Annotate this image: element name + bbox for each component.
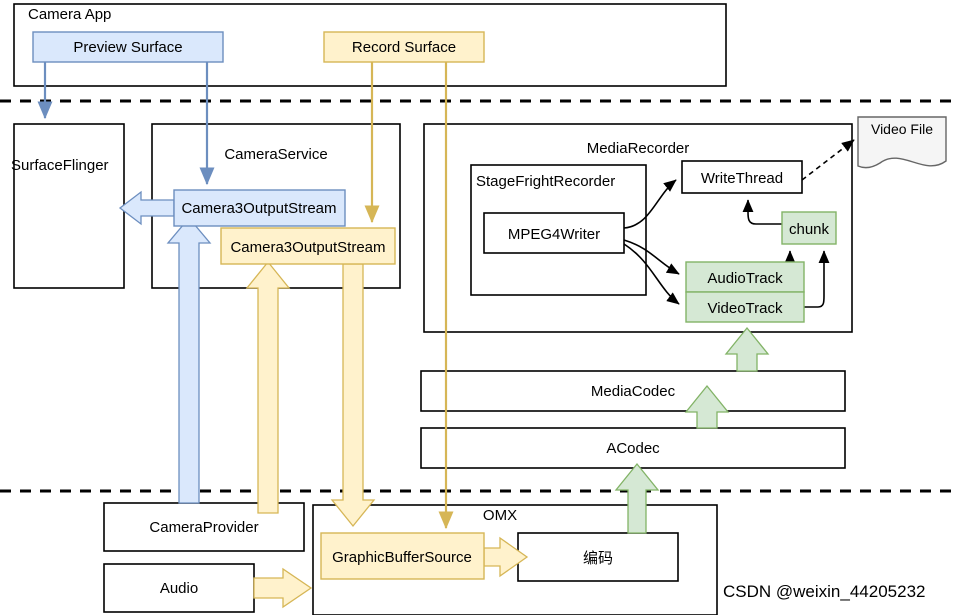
label-acodec: ACodec: [606, 440, 660, 457]
label-omx: OMX: [483, 507, 517, 524]
label-stagefright-recorder: StageFrightRecorder: [476, 173, 615, 190]
label-record-surface: Record Surface: [352, 39, 456, 56]
edge-gbs-to-encoder: [483, 536, 529, 578]
node-preview-surface[interactable]: [32, 31, 224, 63]
label-video-track: VideoTrack: [707, 300, 783, 317]
edge-c3os-record-to-gbs: [330, 263, 376, 528]
label-mediacodec: MediaCodec: [591, 383, 676, 400]
edge-writethread-to-videofile: [801, 139, 855, 181]
edge-c3os-to-surfaceflinger: [118, 190, 175, 226]
label-surfaceflinger: SurfaceFlinger: [11, 157, 109, 174]
container-mediacodec[interactable]: [420, 370, 846, 412]
label-video-file: Video File: [871, 121, 933, 137]
watermark-text: CSDN @weixin_44205232: [723, 582, 925, 601]
node-audio-track[interactable]: [685, 261, 805, 293]
node-video-track[interactable]: [685, 291, 805, 323]
edge-mediacodec-to-videotrack: [724, 326, 770, 372]
label-encoder: 编码: [583, 550, 613, 567]
container-surfaceflinger[interactable]: [13, 123, 125, 289]
label-chunk: chunk: [789, 221, 830, 238]
edge-mpeg4writer-to-audiotrack: [623, 239, 680, 275]
label-write-thread: WriteThread: [701, 170, 783, 187]
label-audio: Audio: [160, 580, 198, 597]
label-camera-service: CameraService: [224, 146, 327, 163]
label-graphic-buffer-source: GraphicBufferSource: [332, 549, 472, 566]
label-camera-provider: CameraProvider: [149, 519, 258, 536]
container-encoder[interactable]: [517, 532, 679, 582]
edge-gbs-to-c3os-record: [245, 260, 291, 514]
shape-video-file[interactable]: [857, 116, 947, 169]
edge-acodec-to-mediacodec: [684, 384, 730, 429]
edge-cameraprovider-to-c3os: [166, 216, 212, 504]
container-acodec[interactable]: [420, 427, 846, 469]
node-c3os-preview[interactable]: [173, 189, 346, 227]
label-audio-track: AudioTrack: [707, 270, 783, 287]
edge-mpeg4writer-to-videotrack: [623, 243, 680, 305]
node-write-thread[interactable]: [681, 160, 803, 194]
edge-chunk-to-writethread: [742, 199, 782, 225]
label-media-recorder: MediaRecorder: [587, 140, 690, 157]
label-preview-surface: Preview Surface: [73, 39, 182, 56]
node-mpeg4writer[interactable]: [483, 212, 625, 254]
label-c3os-preview: Camera3OutputStream: [181, 200, 336, 217]
node-record-surface[interactable]: [323, 31, 485, 63]
edge-videotrack-to-chunk: [804, 250, 830, 308]
label-mpeg4writer: MPEG4Writer: [508, 226, 600, 243]
edge-mpeg4writer-to-writethread: [623, 179, 677, 229]
edge-encoder-to-acodec: [614, 462, 660, 534]
node-c3os-record[interactable]: [220, 227, 396, 265]
node-chunk[interactable]: [781, 211, 837, 245]
label-camera-app: Camera App: [28, 6, 111, 23]
edge-audio-to-omx: [253, 567, 313, 609]
label-c3os-record: Camera3OutputStream: [230, 239, 385, 256]
node-graphic-buffer-source[interactable]: [320, 532, 485, 580]
